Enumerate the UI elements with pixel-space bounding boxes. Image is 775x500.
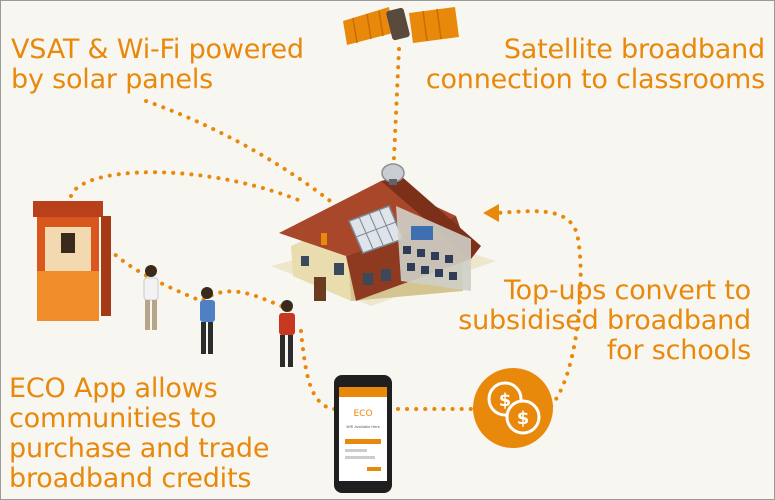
- label-eco-app-line-3: purchase and trade: [9, 433, 270, 464]
- dotted-connectors: [69, 47, 583, 411]
- label-eco-app-line-4: broadband credits: [9, 463, 252, 494]
- label-topups-line-3: for schools: [606, 335, 751, 366]
- router-icon: [321, 233, 327, 245]
- person-2: [200, 287, 215, 354]
- phone-status: WiFi Available Here: [346, 425, 380, 429]
- phone-logo: ECO: [353, 409, 373, 419]
- label-eco-app-line-1: ECO App allows: [9, 373, 218, 404]
- connector-solar-label: [144, 99, 351, 218]
- label-solar-line-2: by solar panels: [11, 64, 213, 95]
- coins-icon: $ $: [473, 368, 553, 448]
- kiosk: [33, 201, 111, 321]
- label-topups: Top-ups convert to subsidised broadband …: [458, 276, 751, 366]
- connector-kiosk-house: [69, 170, 303, 203]
- phone: [334, 375, 392, 493]
- label-solar: VSAT & Wi-Fi powered by solar panels: [11, 35, 304, 95]
- svg-text:$: $: [499, 390, 512, 411]
- svg-text:$: $: [517, 408, 530, 429]
- satellite-icon: [343, 7, 459, 45]
- label-eco-app: ECO App allows communities to purchase a…: [9, 374, 269, 494]
- connector-phone-coins: [299, 329, 473, 411]
- connector-coins-house: [494, 209, 583, 408]
- door: [314, 277, 326, 301]
- person-3: [279, 300, 295, 367]
- school-house: [279, 163, 481, 301]
- label-satellite-line-1: Satellite broadband: [503, 34, 765, 65]
- arrow-head: [483, 204, 499, 222]
- person-1: [143, 265, 159, 330]
- label-satellite: Satellite broadband connection to classr…: [426, 35, 765, 95]
- label-topups-line-1: Top-ups convert to: [503, 275, 751, 306]
- connector-satellite-house: [391, 47, 401, 181]
- label-topups-line-2: subsidised broadband: [458, 305, 751, 336]
- label-satellite-line-2: connection to classrooms: [425, 64, 765, 95]
- label-eco-app-line-2: communities to: [9, 403, 217, 434]
- label-solar-line-1: VSAT & Wi-Fi powered: [11, 34, 304, 65]
